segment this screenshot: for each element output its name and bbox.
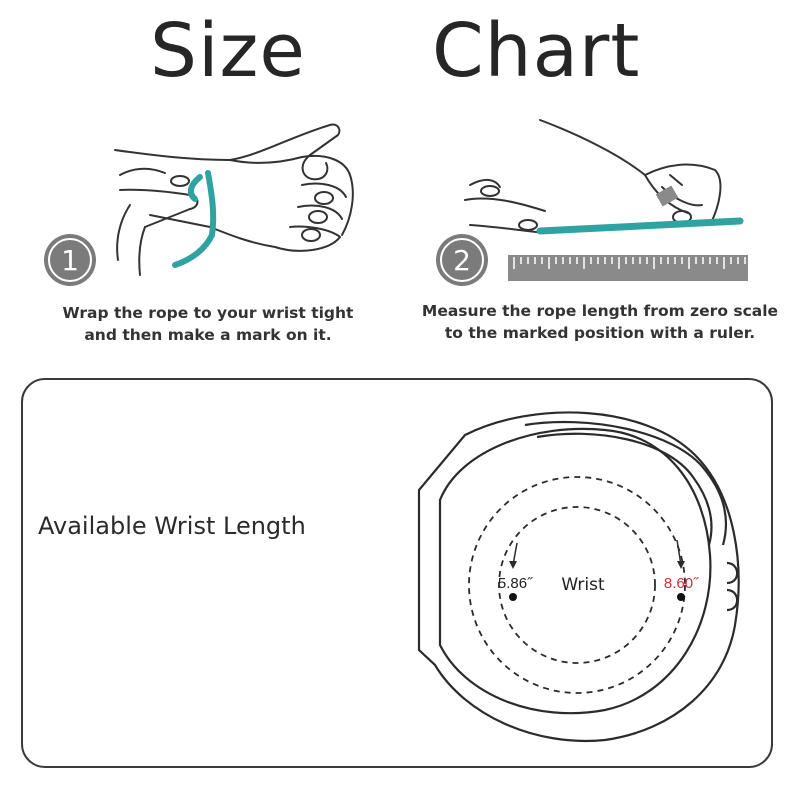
max-wrist-value: 8.60˝ — [664, 575, 699, 592]
step2-caption-line1: Measure the rope length from zero scale — [421, 302, 779, 320]
step1-caption: Wrap the rope to your wrist tight and th… — [28, 302, 388, 346]
step2-caption-line2: to the marked position with a ruler. — [444, 324, 756, 342]
step1-number: 1 — [61, 244, 79, 277]
min-wrist-value: 5.86˝ — [498, 575, 533, 592]
title-size: Size — [150, 8, 306, 94]
wrist-length-panel — [21, 378, 773, 768]
hand-wrist-illustration: 1 — [44, 123, 354, 286]
step2-number: 2 — [453, 244, 471, 277]
step2-caption: Measure the rope length from zero scale … — [405, 300, 795, 344]
panel-label: Available Wrist Length — [38, 512, 306, 540]
title-chart: Chart — [432, 8, 641, 94]
wrist-label: Wrist — [561, 575, 605, 595]
step1-caption-line1: Wrap the rope to your wrist tight — [62, 304, 354, 322]
step1-caption-line2: and then make a mark on it. — [84, 326, 332, 344]
watch-band-illustration: 5.86˝ Wrist 8.60˝ — [417, 411, 740, 742]
hand-ruler-illustration: 2 — [436, 119, 748, 286]
